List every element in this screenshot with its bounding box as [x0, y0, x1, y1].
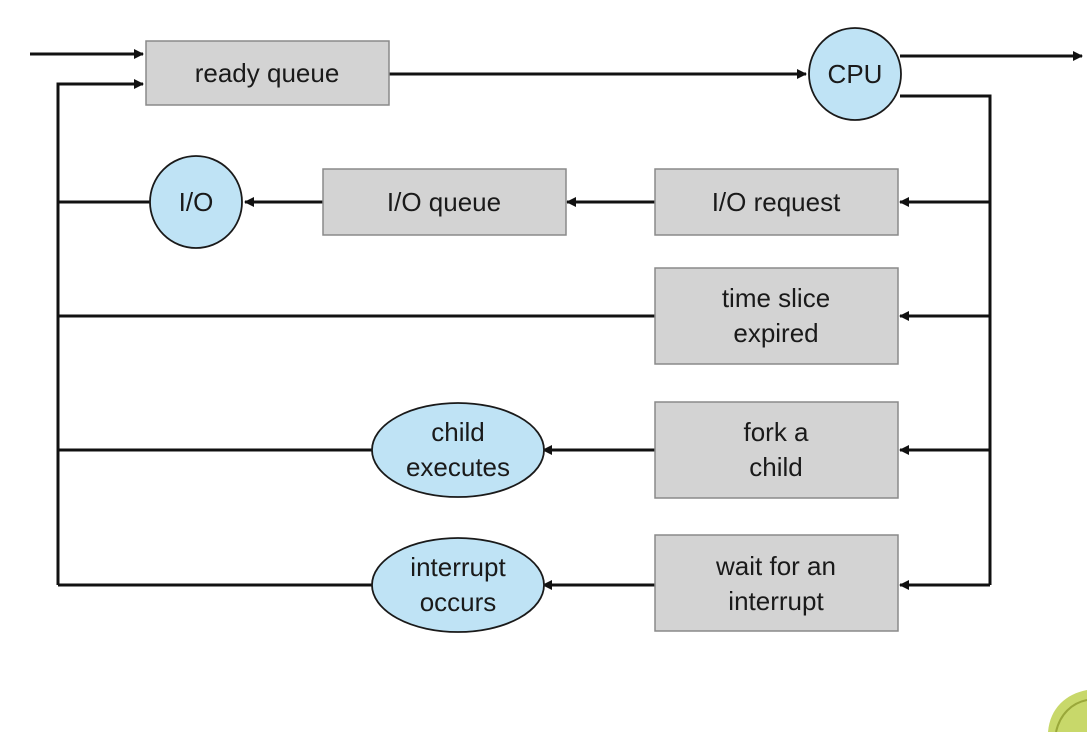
- wait-interrupt-label-line2: interrupt: [728, 586, 824, 616]
- io-queue-label: I/O queue: [387, 187, 501, 217]
- io-label: I/O: [179, 187, 214, 217]
- child-executes-node: child executes: [371, 402, 545, 498]
- interrupt-occurs-label-line2: occurs: [420, 587, 497, 617]
- io-request-node: I/O request: [654, 168, 899, 236]
- cpu-node: CPU: [808, 27, 902, 121]
- wait-interrupt-label-line1: wait for an: [715, 551, 836, 581]
- time-slice-node: time slice expired: [654, 267, 899, 365]
- fork-child-label-line1: fork a: [743, 417, 809, 447]
- time-slice-label-line2: expired: [733, 318, 818, 348]
- cpu-to-right-bus: [900, 94, 992, 585]
- ready-queue-node: ready queue: [145, 40, 390, 106]
- ready-queue-label: ready queue: [195, 58, 340, 88]
- corner-leaf-icon: [1048, 690, 1087, 732]
- time-slice-label-line1: time slice: [722, 283, 830, 313]
- interrupt-occurs-node: interrupt occurs: [371, 537, 545, 633]
- io-request-label: I/O request: [712, 187, 841, 217]
- wait-interrupt-node: wait for an interrupt: [654, 534, 899, 632]
- cpu-label: CPU: [828, 59, 883, 89]
- left-return-bus: [56, 79, 144, 585]
- fork-child-label-line2: child: [749, 452, 802, 482]
- child-executes-label-line1: child: [431, 417, 484, 447]
- child-executes-label-line2: executes: [406, 452, 510, 482]
- io-node: I/O: [149, 155, 243, 249]
- connectors: [30, 49, 1083, 590]
- fork-child-node: fork a child: [654, 401, 899, 499]
- interrupt-occurs-label-line1: interrupt: [410, 552, 506, 582]
- io-queue-node: I/O queue: [322, 168, 567, 236]
